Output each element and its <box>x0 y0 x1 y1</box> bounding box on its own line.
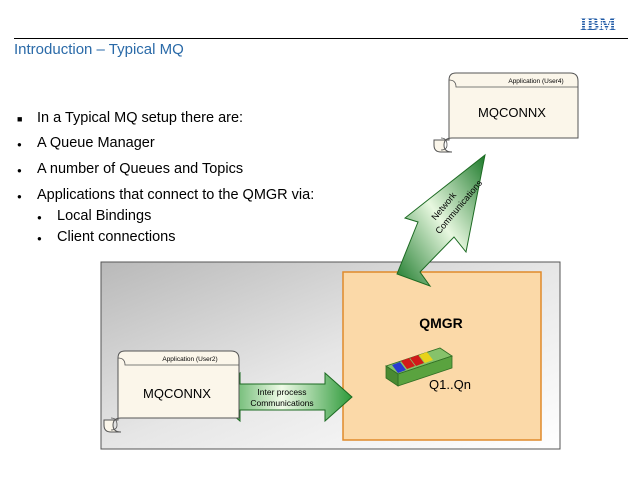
local-app-caption: Application (User2) <box>162 356 217 363</box>
bullet-text: Applications that connect to the QMGR vi… <box>37 187 315 203</box>
page-title: Introduction – Typical MQ <box>14 41 184 58</box>
bullet-text: A number of Queues and Topics <box>37 161 244 177</box>
bullet-main: ■ In a Typical MQ setup there are: <box>17 110 243 126</box>
ibm-logo: IBM <box>578 14 618 34</box>
bullet-queue-manager: ● A Queue Manager <box>17 135 155 151</box>
queues-label: Q1..Qn <box>429 377 471 392</box>
bullet-marker: ● <box>17 140 22 149</box>
remote-app-label: MQCONNX <box>478 105 546 120</box>
remote-app-scroll <box>433 72 579 153</box>
qmgr-label: QMGR <box>419 315 463 331</box>
bullet-marker: ● <box>17 192 22 201</box>
remote-app-caption: Application (User4) <box>508 78 563 85</box>
local-app-label: MQCONNX <box>143 386 211 401</box>
queues-icon <box>385 347 453 387</box>
bullet-text: In a Typical MQ setup there are: <box>37 110 244 126</box>
ipc-arrow-line1: Inter process <box>257 387 306 397</box>
sub-bullet-text: Client connections <box>57 229 176 245</box>
ipc-arrow-line2: Communications <box>250 398 313 408</box>
bullet-marker: ● <box>17 166 22 175</box>
sub-bullet-text: Local Bindings <box>57 208 152 224</box>
sub-bullet-local-bindings: ● Local Bindings <box>37 208 151 224</box>
sub-bullet-client-connections: ● Client connections <box>37 229 176 245</box>
bullet-marker: ■ <box>17 114 23 124</box>
header-rule <box>14 38 628 39</box>
bullet-applications: ● Applications that connect to the QMGR v… <box>17 187 314 203</box>
sub-bullet-marker: ● <box>37 234 42 243</box>
network-arrow <box>396 153 486 288</box>
local-app-scroll <box>103 350 240 433</box>
ibm-logo-text: IBM <box>580 14 616 34</box>
bullet-queues-topics: ● A number of Queues and Topics <box>17 161 243 177</box>
ipc-arrow <box>211 371 353 423</box>
sub-bullet-marker: ● <box>37 213 42 222</box>
bullet-text: A Queue Manager <box>37 135 155 151</box>
